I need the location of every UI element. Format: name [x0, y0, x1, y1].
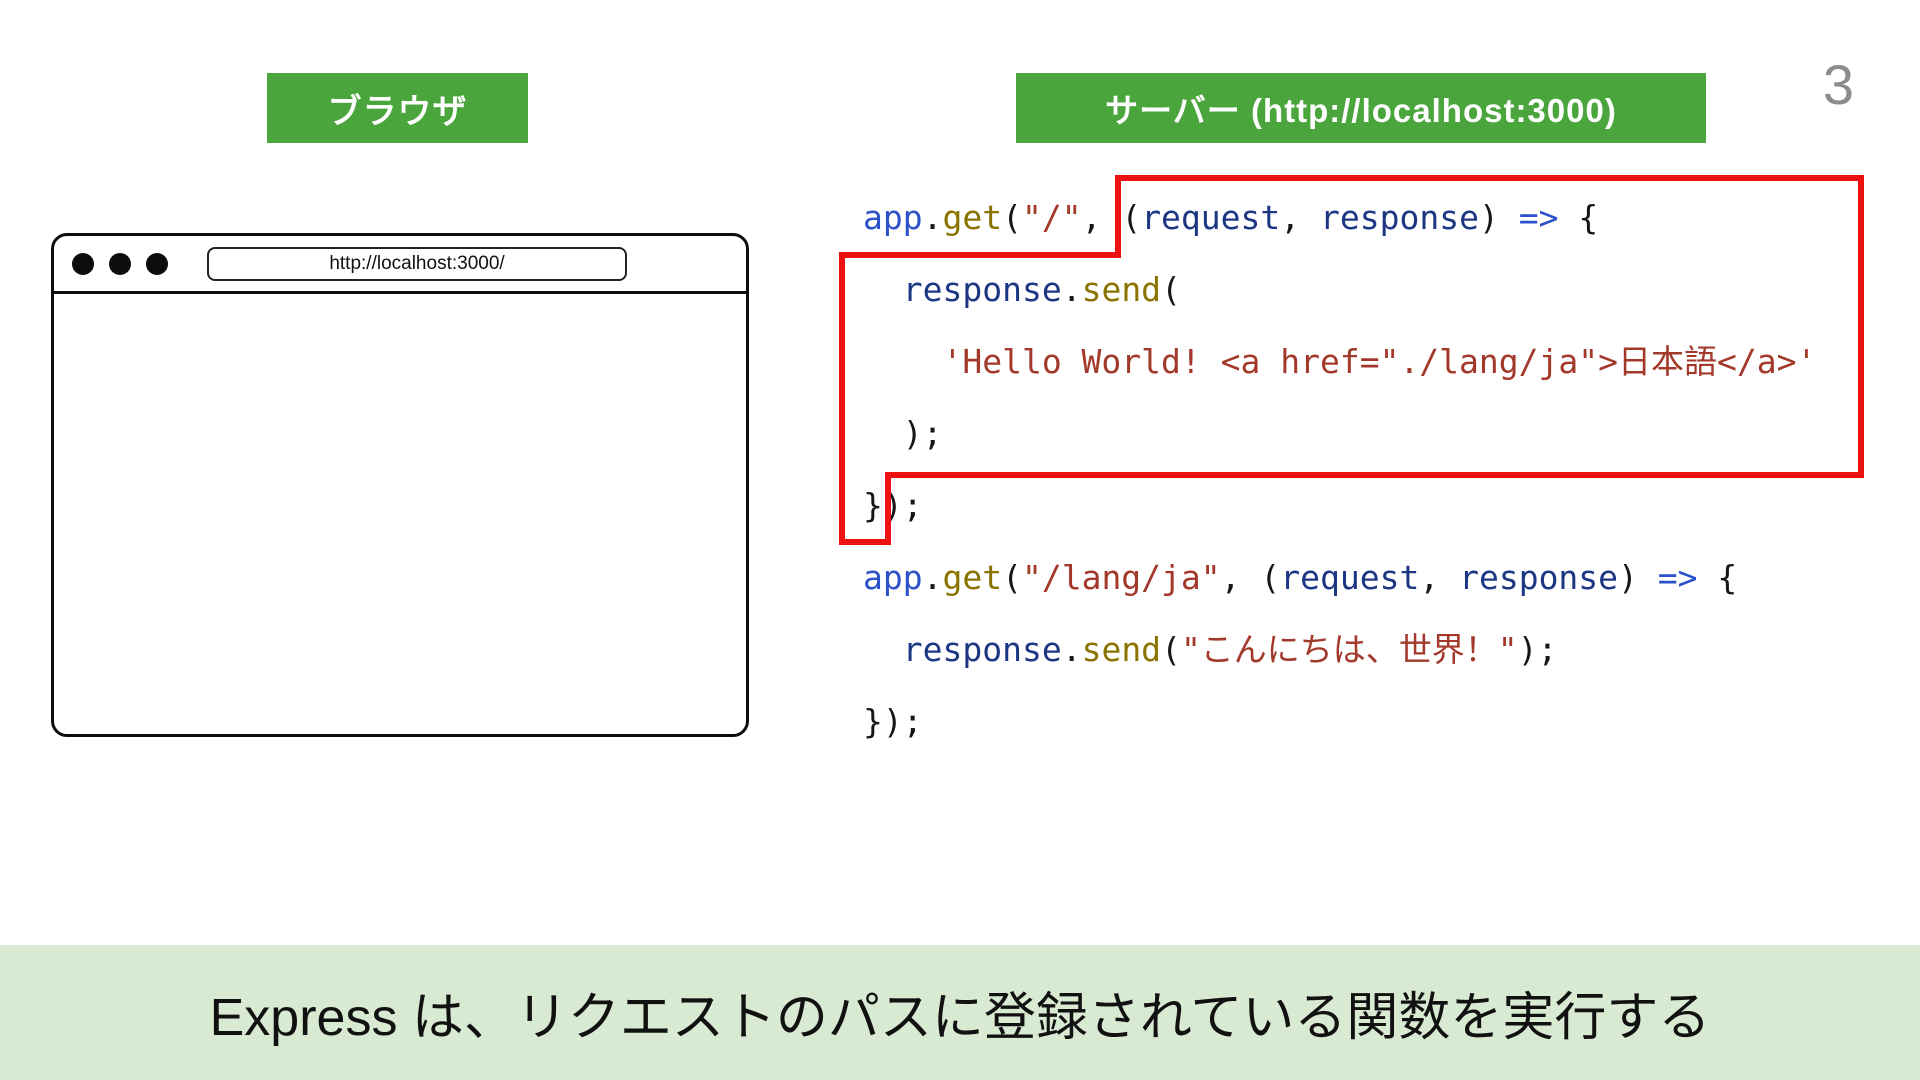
code-token: ,: [1280, 198, 1321, 237]
code-token: 'Hello World! <a href="./lang/ja">日本語</a…: [942, 342, 1817, 381]
code-token: response: [1459, 558, 1619, 597]
code-token: {: [1697, 558, 1738, 597]
caption-banner: Express は、リクエストのパスに登録されている関数を実行する: [0, 945, 1920, 1080]
code-token: get: [942, 198, 1003, 237]
code-token: {: [1558, 198, 1599, 237]
url-bar: http://localhost:3000/: [207, 246, 627, 281]
window-dot-icon: [72, 252, 94, 275]
code-line: });: [863, 470, 1816, 542]
code-token: (: [1161, 270, 1181, 309]
code-token: request: [1141, 198, 1281, 237]
code-token: =>: [1518, 198, 1559, 237]
code-token: });: [863, 702, 923, 741]
code-token: "/lang/ja": [1021, 558, 1221, 597]
code-token: response: [1320, 198, 1479, 237]
code-line: 'Hello World! <a href="./lang/ja">日本語</a…: [863, 326, 1816, 398]
code-line: app.get("/", (request, response) => {: [863, 182, 1816, 254]
code-token: );: [863, 414, 943, 453]
code-token: (: [1002, 198, 1022, 237]
code-line: response.send("こんにちは、世界！");: [863, 614, 1816, 686]
code-token: app: [863, 198, 923, 237]
code-token: ): [1618, 558, 1658, 597]
browser-content: [54, 294, 746, 734]
code-token: .: [922, 558, 943, 597]
browser-window: http://localhost:3000/: [51, 233, 749, 737]
code-token: "/": [1021, 198, 1082, 237]
window-dot-icon: [146, 252, 168, 275]
caption-text: Express は、リクエストのパスに登録されている関数を実行する: [209, 989, 1711, 1047]
code-token: response: [902, 630, 1062, 669]
code-token: "こんにちは、世界！": [1180, 630, 1518, 669]
code-token: .: [1061, 270, 1082, 309]
code-token: [863, 630, 903, 669]
code-token: request: [1280, 558, 1420, 597]
code-token: });: [863, 486, 923, 525]
code-line: });: [863, 686, 1816, 758]
code-line: response.send(: [863, 254, 1816, 326]
browser-titlebar: http://localhost:3000/: [54, 236, 746, 294]
code-line: );: [863, 398, 1816, 470]
code-token: send: [1081, 630, 1162, 669]
window-dot-icon: [109, 252, 131, 275]
code-token: ): [1478, 198, 1519, 237]
code-token: =>: [1657, 558, 1698, 597]
code-token: (: [1002, 558, 1022, 597]
code-token: (: [1161, 630, 1181, 669]
code-token: .: [1061, 630, 1082, 669]
code-token: [863, 342, 942, 381]
code-token: ,: [1419, 558, 1460, 597]
code-token: [863, 270, 903, 309]
browser-label: ブラウザ: [267, 73, 528, 143]
server-label: サーバー (http://localhost:3000): [1016, 73, 1706, 143]
code-token: .: [922, 198, 943, 237]
code-line: app.get("/lang/ja", (request, response) …: [863, 542, 1816, 614]
code-token: );: [1517, 630, 1558, 669]
page-number: 3: [1822, 53, 1854, 116]
code-token: response: [902, 270, 1062, 309]
code-token: send: [1081, 270, 1162, 309]
code-token: , (: [1220, 558, 1281, 597]
code-token: app: [863, 558, 923, 597]
code-token: get: [942, 558, 1003, 597]
code-block: app.get("/", (request, response) => { re…: [863, 182, 1816, 758]
code-token: , (: [1081, 198, 1142, 237]
